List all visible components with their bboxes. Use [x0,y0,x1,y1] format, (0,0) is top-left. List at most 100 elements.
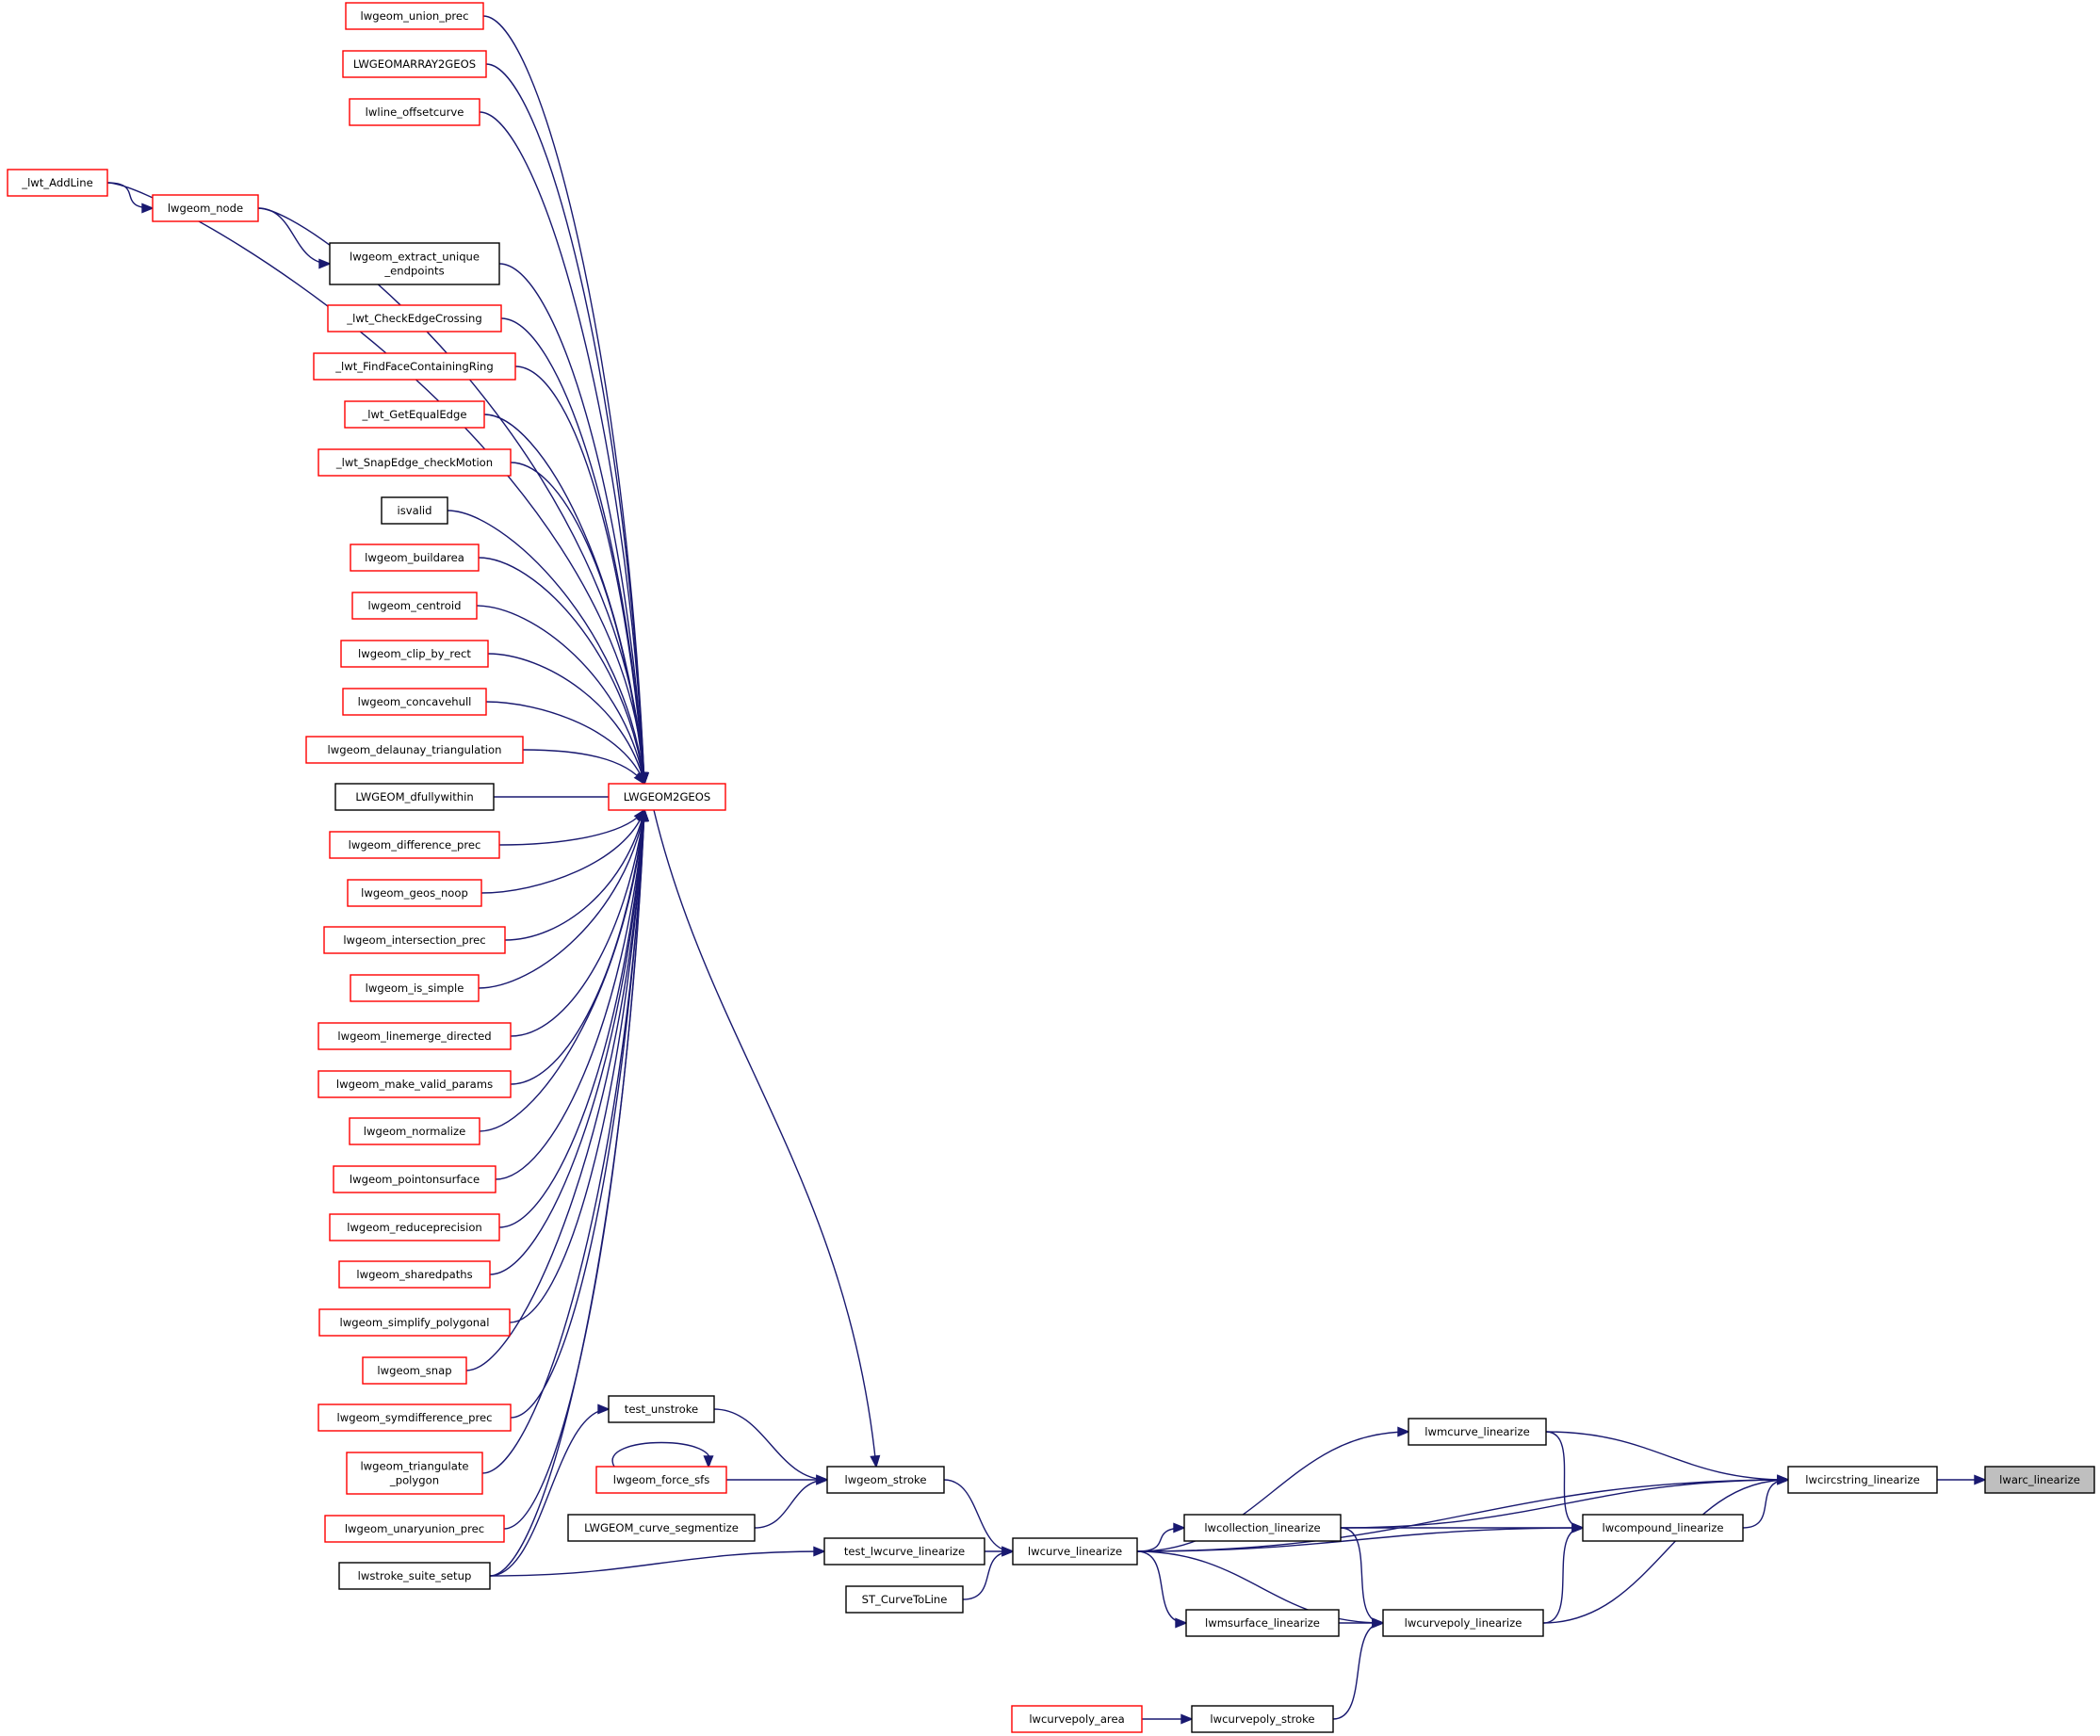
node-label: _lwt_FindFaceContainingRing [334,360,493,373]
node-lwgeom_concavehull[interactable]: lwgeom_concavehull [342,688,487,716]
node-label: lwgeom_force_sfs [613,1473,710,1486]
node-label: lwgeom_pointonsurface [350,1173,480,1186]
node-label: lwstroke_suite_setup [358,1569,472,1582]
node-lwgeom_union_prec[interactable]: lwgeom_union_prec [345,2,484,30]
edge-lwgeom_delaunay_triangulation-to-LWGEOM2GEOS [522,749,646,786]
edge-lwstroke_suite_setup-to-test_unstroke [489,1403,610,1577]
node-label: lwgeom_symdifference_prec [337,1411,493,1424]
node-lwgeom_linemerge_directed[interactable]: lwgeom_linemerge_directed [317,1022,512,1050]
node-LWGEOMARRAY2GEOS[interactable]: LWGEOMARRAY2GEOS [342,50,487,78]
node-label: lwgeom_unaryunion_prec [345,1522,484,1535]
node-lwgeom_snap[interactable]: lwgeom_snap [362,1356,467,1385]
node-lwgeom_is_simple[interactable]: lwgeom_is_simple [350,974,480,1002]
node-label: lwgeom_linemerge_directed [337,1030,491,1043]
edge-_lwt_AddLine-to-lwgeom_node [106,182,155,214]
node-lwcollection_linearize[interactable]: lwcollection_linearize [1183,1514,1342,1542]
node-LWGEOM2GEOS[interactable]: LWGEOM2GEOS [608,783,726,811]
node-label: lwline_offsetcurve [366,105,464,119]
edge-lwcurvepoly_linearize-to-lwcompound_linearize [1542,1522,1585,1624]
node-label: lwcollection_linearize [1204,1521,1320,1534]
node-label: lwgeom_make_valid_params [336,1078,493,1091]
node-lwcircstring_linearize[interactable]: lwcircstring_linearize [1787,1466,1938,1494]
edge-lwcurvepoly_area-to-lwcurvepoly_stroke [1142,1713,1194,1725]
node-_lwt_FindFaceContainingRing[interactable]: _lwt_FindFaceContainingRing [313,352,516,381]
node-lwgeom_delaunay_triangulation[interactable]: lwgeom_delaunay_triangulation [305,736,524,764]
node-lwgeom_clip_by_rect[interactable]: lwgeom_clip_by_rect [340,640,489,668]
node-label: LWGEOM2GEOS [624,790,710,803]
node-test_unstroke[interactable]: test_unstroke [608,1395,715,1423]
node-lwgeom_node[interactable]: lwgeom_node [152,194,259,222]
node-label: lwgeom_clip_by_rect [358,647,471,660]
node-label: LWGEOMARRAY2GEOS [353,57,476,71]
edge-lwgeom_union_prec-to-LWGEOM2GEOS [482,15,650,786]
node-lwgeom_make_valid_params[interactable]: lwgeom_make_valid_params [317,1070,512,1098]
node-lwmsurface_linearize[interactable]: lwmsurface_linearize [1185,1609,1340,1637]
edge-lwgeom_pointonsurface-to-LWGEOM2GEOS [495,808,649,1180]
node-label: lwcurvepoly_area [1029,1712,1124,1726]
node-lwcurve_linearize[interactable]: lwcurve_linearize [1012,1537,1138,1566]
node-label: lwcircstring_linearize [1805,1473,1920,1486]
node-_lwt_AddLine[interactable]: _lwt_AddLine [7,169,108,197]
node-lwmcurve_linearize[interactable]: lwmcurve_linearize [1408,1418,1547,1446]
node-LWGEOM_curve_segmentize[interactable]: LWGEOM_curve_segmentize [567,1514,756,1542]
node-lwcurvepoly_area[interactable]: lwcurvepoly_area [1011,1705,1143,1733]
node-lwgeom_triangulate_polygon[interactable]: lwgeom_triangulate_polygon [346,1452,483,1495]
node-test_lwcurve_linearize[interactable]: test_lwcurve_linearize [823,1537,985,1566]
node-label: _lwt_SnapEdge_checkMotion [335,456,493,469]
node-label: lwgeom_difference_prec [349,838,481,852]
node-lwcurvepoly_linearize[interactable]: lwcurvepoly_linearize [1382,1609,1544,1637]
node-label: lwgeom_simplify_polygonal [340,1316,490,1329]
node-lwgeom_stroke[interactable]: lwgeom_stroke [826,1466,945,1494]
node-_lwt_SnapEdge_checkMotion[interactable]: _lwt_SnapEdge_checkMotion [317,448,512,477]
edge-test_unstroke-to-lwgeom_stroke [713,1408,829,1485]
node-lwgeom_unaryunion_prec[interactable]: lwgeom_unaryunion_prec [324,1515,505,1543]
edge-lwgeom_node-to-lwgeom_extract_unique_endpoints [257,207,332,269]
node-lwgeom_normalize[interactable]: lwgeom_normalize [349,1117,480,1145]
node-label: lwarc_linearize [1999,1473,2080,1486]
node-lwcompound_linearize[interactable]: lwcompound_linearize [1582,1514,1744,1542]
node-lwgeom_symdifference_prec[interactable]: lwgeom_symdifference_prec [317,1403,512,1432]
node-ST_CurveToLine[interactable]: ST_CurveToLine [845,1585,964,1614]
node-label: lwgeom_delaunay_triangulation [328,743,502,756]
node-label: _lwt_CheckEdgeCrossing [346,312,481,325]
edge-lwmcurve_linearize-to-lwcompound_linearize [1545,1431,1585,1533]
node-lwarc_linearize[interactable]: lwarc_linearize [1984,1466,2095,1494]
node-label: lwgeom_geos_noop [361,886,468,900]
node-lwgeom_centroid[interactable]: lwgeom_centroid [351,592,478,620]
edge-lwgeom_intersection_prec-to-LWGEOM2GEOS [504,808,647,941]
node-lwgeom_sharedpaths[interactable]: lwgeom_sharedpaths [338,1260,491,1289]
node-lwstroke_suite_setup[interactable]: lwstroke_suite_setup [338,1562,491,1590]
node-label: test_lwcurve_linearize [844,1545,965,1558]
node-label: lwcurvepoly_linearize [1405,1616,1522,1630]
graph-nodes: lwarc_linearize lwcircstring_linearizelwc… [7,2,2095,1733]
node-lwgeom_buildarea[interactable]: lwgeom_buildarea [350,544,480,572]
node-lwgeom_difference_prec[interactable]: lwgeom_difference_prec [329,831,500,859]
node-label: lwgeom_buildarea [365,551,464,564]
node-label: lwcurvepoly_stroke [1210,1712,1314,1726]
node-label: lwgeom_snap [377,1364,451,1377]
edge-lwgeom_triangulate_polygon-to-LWGEOM2GEOS [481,808,649,1474]
node-label: lwgeom_centroid [368,599,462,612]
node-lwgeom_intersection_prec[interactable]: lwgeom_intersection_prec [323,926,506,954]
node-lwline_offsetcurve[interactable]: lwline_offsetcurve [349,98,480,126]
node-lwcurvepoly_stroke[interactable]: lwcurvepoly_stroke [1191,1705,1334,1733]
node-label: LWGEOM_dfullywithin [355,790,473,803]
edge-lwcurvepoly_linearize-to-lwcircstring_linearize [1542,1474,1790,1624]
node-_lwt_GetEqualEdge[interactable]: _lwt_GetEqualEdge [344,400,485,429]
node-label: _endpoints [383,265,444,278]
node-lwgeom_force_sfs[interactable]: lwgeom_force_sfs [595,1466,727,1494]
node-lwgeom_geos_noop[interactable]: lwgeom_geos_noop [347,879,482,907]
node-label: lwgeom_triangulate [360,1460,468,1473]
edge-lwgeom_force_sfs-to-lwgeom_force_sfs [611,1441,714,1468]
node-label: lwgeom_extract_unique [350,251,480,264]
node-label: lwgeom_is_simple [366,982,464,995]
node-lwgeom_simplify_polygonal[interactable]: lwgeom_simplify_polygonal [318,1308,511,1337]
node-label: ST_CurveToLine [862,1593,948,1606]
node-label: lwgeom_intersection_prec [343,933,485,947]
node-lwgeom_pointonsurface[interactable]: lwgeom_pointonsurface [333,1165,497,1193]
node-lwgeom_extract_unique_endpoints[interactable]: lwgeom_extract_unique_endpoints [329,242,500,285]
node-lwgeom_reduceprecision[interactable]: lwgeom_reduceprecision [329,1213,500,1241]
node-_lwt_CheckEdgeCrossing[interactable]: _lwt_CheckEdgeCrossing [327,304,502,333]
node-isvalid[interactable]: isvalid [381,496,448,525]
node-LWGEOM_dfullywithin[interactable]: LWGEOM_dfullywithin [334,783,495,811]
